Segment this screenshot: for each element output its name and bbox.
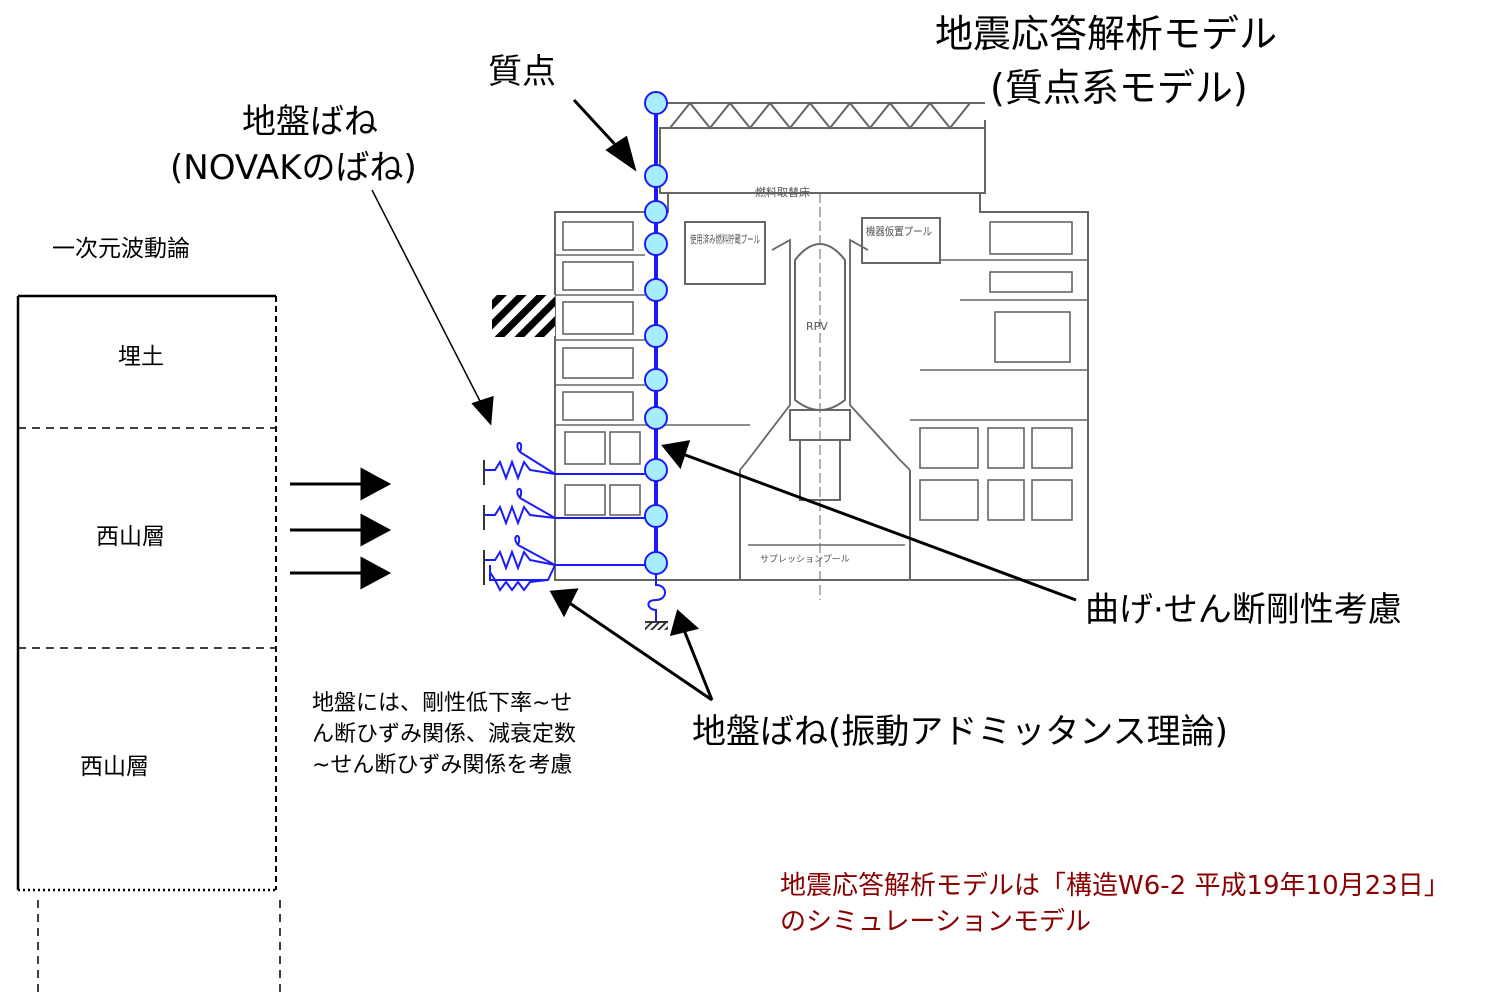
mass-node [644, 278, 668, 302]
soil-layer-nishiyama-1: 西山層 [96, 524, 165, 550]
mass-node [644, 164, 668, 188]
arrow-head [471, 395, 494, 426]
upper-structure [659, 127, 986, 194]
building-section [554, 101, 1089, 600]
mass-node [644, 406, 668, 430]
mass-node [644, 368, 668, 392]
arrow-head [669, 609, 700, 637]
left-floors [555, 221, 750, 516]
ground-spring-label: 地盤ばね [242, 102, 378, 142]
side-soil-springs [483, 442, 645, 592]
soil-column [16, 294, 281, 994]
roof-truss [660, 101, 985, 130]
soil-note: 地盤には、剛性低下率~せん断ひずみ関係、減衰定数~せん断ひずみ関係を考慮 [312, 691, 577, 778]
title-line1: 地震応答解析モデル [935, 12, 1278, 56]
arrow-head [549, 588, 579, 618]
title-line2: (質点系モデル) [990, 66, 1248, 110]
rpv [739, 238, 911, 580]
bending-shear-label: 曲げ·せん断剛性考慮 [1085, 590, 1402, 630]
right-floors [910, 221, 1088, 521]
mass-point-label: 質点 [488, 52, 556, 92]
rpv-label: RPV [806, 320, 828, 333]
base-fixed-support [645, 622, 668, 630]
building-outline [554, 192, 1089, 581]
fuel-handling-floor-label: 燃料取替床 [755, 185, 810, 199]
novak-spring [483, 488, 645, 530]
leader-arrows [371, 98, 1077, 702]
spent-fuel-pool [684, 221, 766, 285]
soil-layer-fill: 埋土 [118, 344, 164, 370]
mass-node [644, 324, 668, 348]
equipment-pool [861, 217, 941, 264]
mass-node [644, 91, 668, 115]
spent-fuel-pool-label: 使用済み燃料貯蔵プール [690, 232, 760, 246]
one-dim-wave-label: 一次元波動論 [52, 236, 190, 262]
base-rotational-spring [647, 565, 666, 622]
mass-node [644, 200, 668, 224]
arrow-head [661, 440, 691, 470]
mass-node [644, 232, 668, 256]
arrow-head [605, 135, 637, 172]
mass-node [644, 551, 668, 575]
soil-layer-nishiyama-2: 西山層 [80, 754, 149, 780]
ground-surface-hatch [492, 295, 555, 337]
equipment-pool-label: 機器仮置プール [866, 224, 932, 238]
model-footnote: 地震応答解析モデルは「構造W6-2 平成19年10月23日」のシミュレーションモ… [780, 871, 1437, 937]
novak-spring-pair [483, 535, 645, 592]
mass-node [644, 458, 668, 482]
suppression-pool-label: サプレッションプール [760, 554, 850, 565]
input-wave-arrows [290, 467, 392, 590]
novak-spring-label: (NOVAKのばね) [170, 148, 417, 188]
lumped-mass-model [483, 91, 668, 630]
mass-node [644, 504, 668, 528]
admittance-spring-label: 地盤ばね(振動アドミッタンス理論) [692, 712, 1228, 752]
novak-spring [483, 442, 645, 485]
